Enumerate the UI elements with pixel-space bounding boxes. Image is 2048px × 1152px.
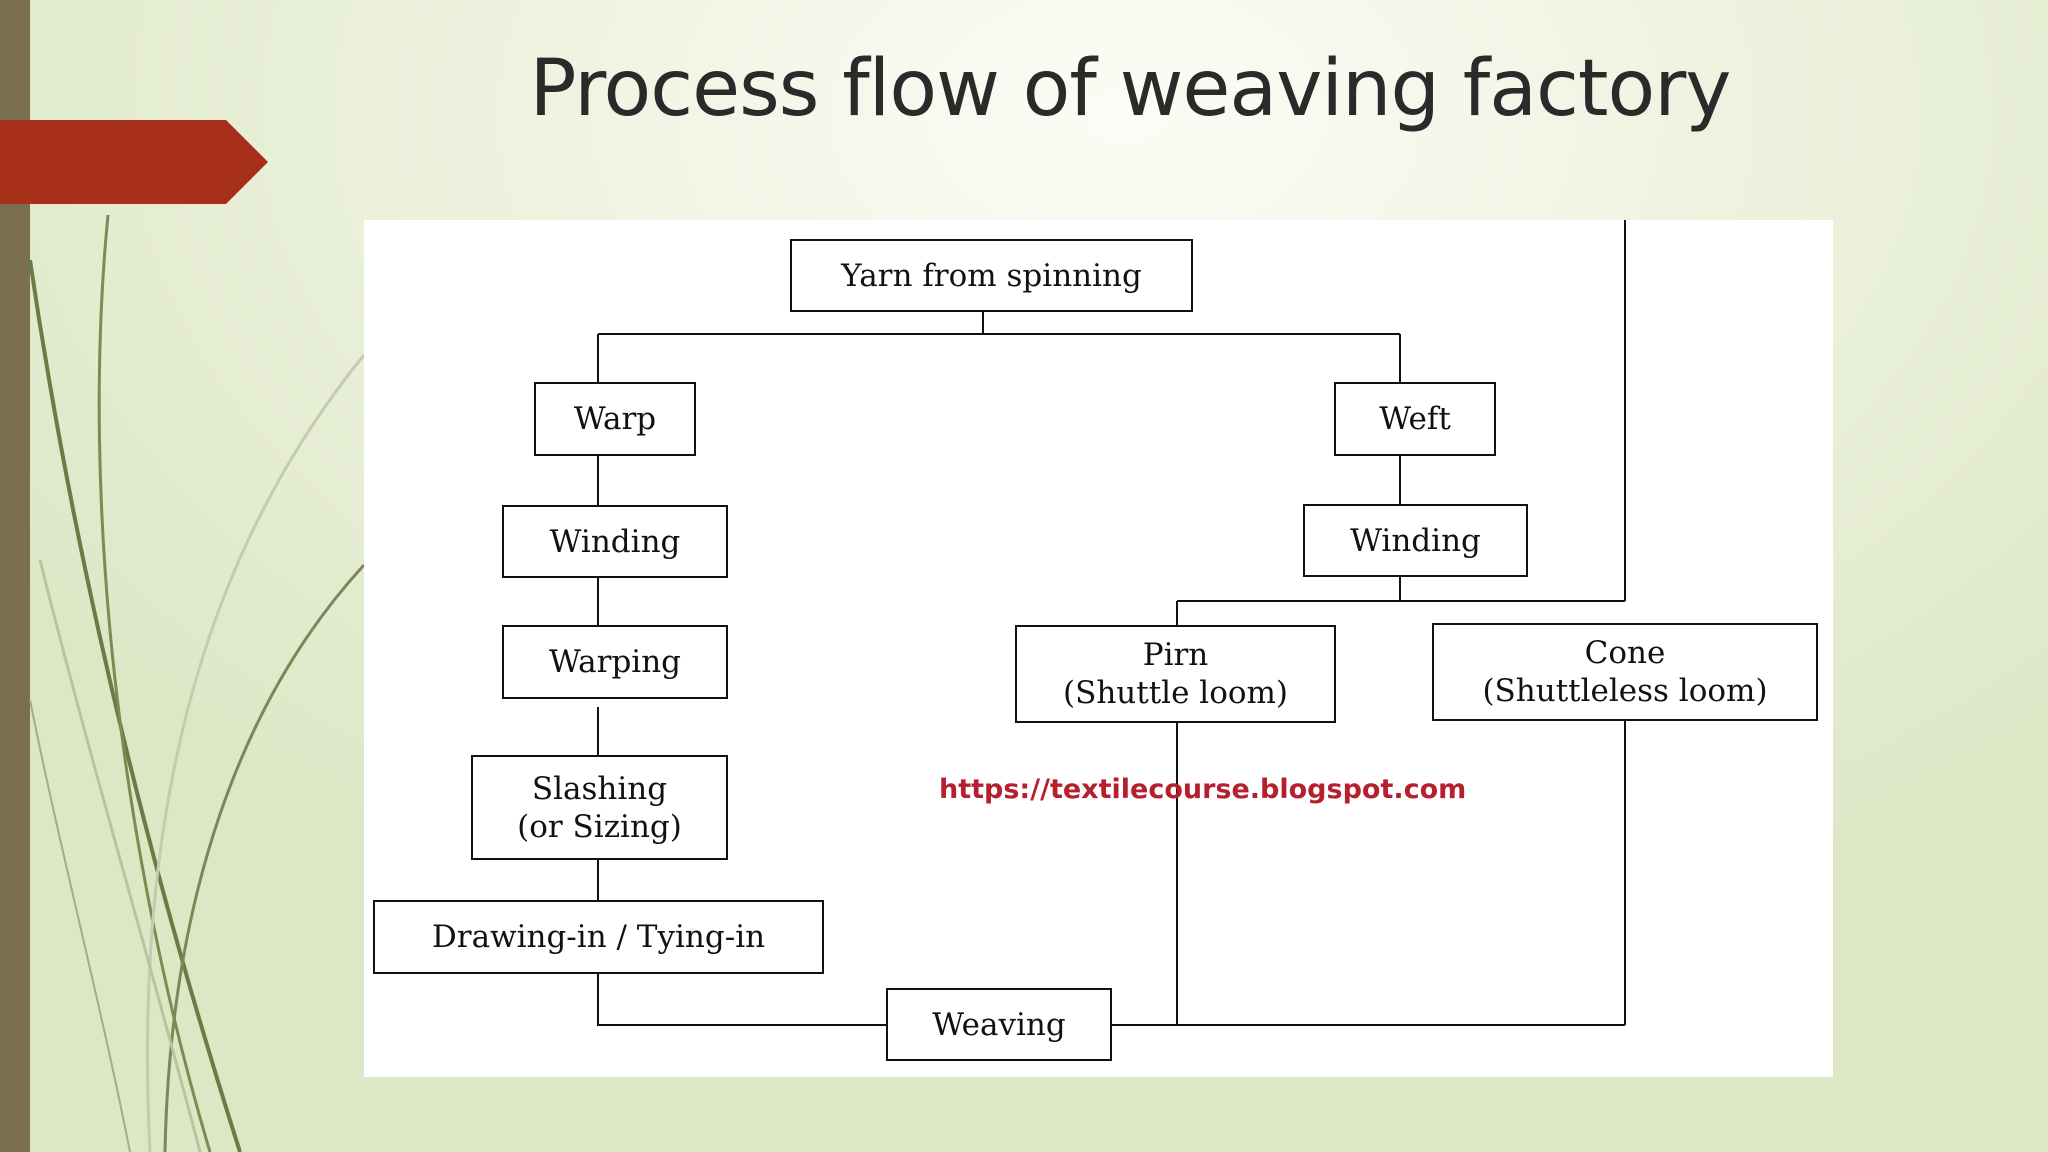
red-arrow-tab — [0, 120, 268, 204]
watermark-url: https://textilecourse.blogspot.com — [939, 774, 1467, 805]
node-weaving: Weaving — [886, 988, 1112, 1061]
slide-title: Process flow of weaving factory — [529, 44, 1732, 134]
node-warping: Warping — [502, 625, 728, 699]
node-weft: Weft — [1334, 382, 1496, 456]
decorative-grass-lines — [28, 214, 366, 1152]
edge-drawing-weaving — [597, 974, 887, 1026]
flowchart-panel: Yarn from spinning Warp Winding Warping … — [364, 220, 1833, 1077]
node-weft-winding: Winding — [1303, 504, 1528, 577]
node-warp: Warp — [534, 382, 696, 456]
node-pirn: Pirn (Shuttle loom) — [1015, 625, 1336, 723]
node-warp-winding: Winding — [502, 505, 728, 578]
node-drawing-in: Drawing-in / Tying-in — [373, 900, 824, 974]
node-slashing: Slashing (or Sizing) — [471, 755, 728, 860]
node-yarn-from-spinning: Yarn from spinning — [790, 239, 1193, 312]
connector-lines — [597, 220, 1626, 1026]
node-cone: Cone (Shuttleless loom) — [1432, 623, 1818, 721]
